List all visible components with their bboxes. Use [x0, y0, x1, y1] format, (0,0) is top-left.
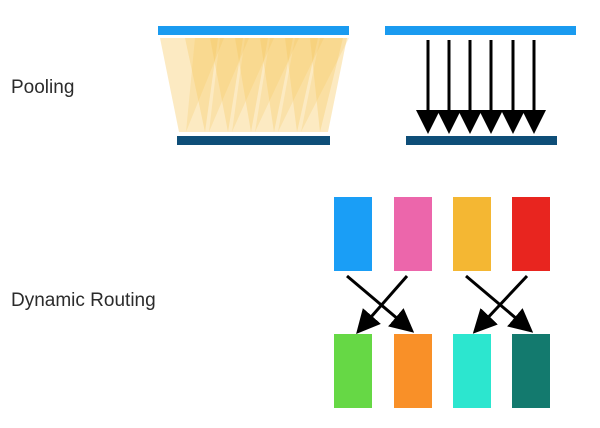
fan-wedge	[186, 38, 224, 132]
pooling-fan-group	[158, 26, 349, 145]
lower-capsule	[394, 334, 432, 408]
fan-wedge	[209, 38, 249, 132]
fan-wedge	[278, 38, 324, 132]
lower-capsule	[512, 334, 550, 408]
pooling-label: Pooling	[11, 77, 75, 98]
pooling-down-arrows	[416, 40, 546, 134]
fan-wedge	[255, 38, 299, 132]
fan-wedge	[232, 38, 274, 132]
lower-capsule	[453, 334, 491, 408]
fan-wedge	[310, 38, 343, 132]
upper-capsules	[334, 197, 550, 271]
lower-capsule	[334, 334, 372, 408]
upper-capsule	[453, 197, 491, 271]
fan-wedge	[260, 38, 293, 132]
dynamic-routing-label: Dynamic Routing	[11, 290, 156, 311]
routing-arrow	[356, 275, 409, 335]
fan-wedge	[301, 38, 349, 132]
routing-arrow	[465, 274, 534, 333]
routing-arrow	[346, 274, 415, 333]
upper-capsule	[512, 197, 550, 271]
pooling-input-bar	[158, 26, 349, 35]
pooling-arrows-input-bar	[385, 26, 576, 35]
fan-wedge	[210, 38, 243, 132]
pooling-arrows-output-bar	[406, 136, 557, 145]
routing-arrows	[346, 274, 534, 335]
lower-capsules	[334, 334, 550, 408]
upper-capsule	[394, 197, 432, 271]
pooling-arrows-group	[385, 26, 576, 145]
fan-wedge	[235, 38, 268, 132]
pooling-output-bar	[177, 136, 330, 145]
fan-wedge	[285, 38, 318, 132]
routing-group	[334, 197, 550, 408]
fan-trapezoid	[160, 38, 347, 132]
fan-wedge	[185, 38, 218, 132]
routing-arrow	[472, 274, 529, 334]
pooling-fan	[160, 38, 349, 132]
upper-capsule	[334, 197, 372, 271]
